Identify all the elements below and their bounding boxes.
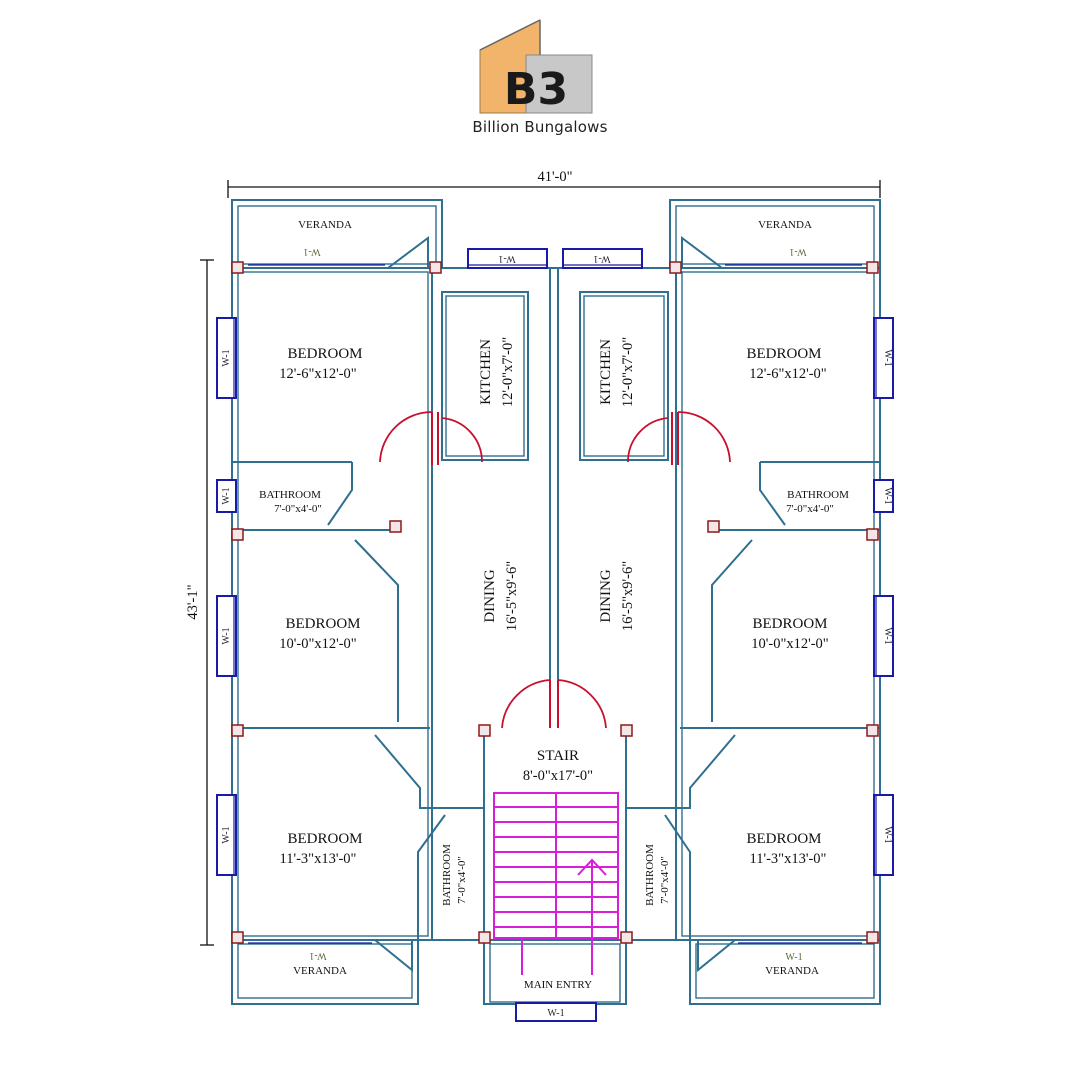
window-label: W-1 — [547, 1008, 564, 1019]
overall-width-label: 41'-0" — [537, 169, 572, 185]
bedroom-label: BEDROOM — [287, 831, 362, 847]
dining-label: DINING — [482, 569, 498, 622]
bedroom-label: BEDROOM — [746, 346, 821, 362]
dining-size: 16'-5"x9'-6" — [504, 561, 520, 631]
bedroom-size: 12'-6"x12'-0" — [279, 366, 357, 382]
bathroom-size: 7'-0"x4'-0" — [659, 856, 671, 904]
veranda-label: VERANDA — [765, 965, 819, 977]
overall-width-dimension: 41'-0" — [227, 169, 881, 198]
window-label: W-1 — [221, 349, 232, 366]
window-label: W-1 — [882, 826, 893, 843]
window-label: W-1 — [221, 487, 232, 504]
bedroom-label: BEDROOM — [746, 831, 821, 847]
bedroom-label: BEDROOM — [752, 616, 827, 632]
stair-size: 8'-0"x17'-0" — [523, 768, 593, 784]
dining-label: DINING — [598, 569, 614, 622]
window-label: W-1 — [593, 253, 610, 264]
brand-name: Billion Bungalows — [472, 118, 608, 136]
window-label: W-1 — [789, 246, 806, 257]
bathroom-label: BATHROOM — [259, 489, 321, 501]
window-label: W-1 — [309, 950, 326, 961]
kitchen-label: KITCHEN — [598, 339, 614, 405]
window-label: W-1 — [498, 253, 515, 264]
stair-label: STAIR — [537, 748, 579, 764]
kitchen-size: 12'-0"x7'-0" — [500, 337, 516, 407]
veranda-label: VERANDA — [298, 219, 352, 231]
overall-depth-dimension: 43'-1" — [185, 259, 214, 946]
billion-bungalows-logo: B3 — [479, 19, 593, 115]
main-entry-label: MAIN ENTRY — [524, 979, 592, 991]
bathroom-size: 7'-0"x4'-0" — [274, 503, 322, 515]
exterior-walls — [231, 199, 881, 1005]
bedroom-size: 10'-0"x12'-0" — [279, 636, 357, 652]
windows — [216, 248, 894, 1022]
window-label: W-1 — [303, 246, 320, 257]
window-label: W-1 — [882, 627, 893, 644]
window-label: W-1 — [221, 627, 232, 644]
kitchen-size: 12'-0"x7'-0" — [620, 337, 636, 407]
bathroom-label: BATHROOM — [787, 489, 849, 501]
window-label: W-1 — [882, 487, 893, 504]
doors — [379, 411, 731, 729]
structural-columns — [231, 261, 879, 944]
window-label: W-1 — [785, 952, 802, 963]
window-labels: W-1 W-1 W-1 W-1 W-1 W-1 W-1 W-1 W-1 W-1 … — [221, 246, 893, 1019]
veranda-label: VERANDA — [293, 965, 347, 977]
bedroom-size: 11'-3"x13'-0" — [750, 851, 827, 867]
bathroom-size: 7'-0"x4'-0" — [786, 503, 834, 515]
bathroom-size: 7'-0"x4'-0" — [456, 856, 468, 904]
bathroom-label: BATHROOM — [644, 844, 656, 906]
room-labels: VERANDA VERANDA VERANDA VERANDA BEDROOM … — [259, 219, 849, 991]
staircase — [493, 792, 619, 975]
interior-walls — [232, 236, 880, 1000]
bathroom-label: BATHROOM — [441, 844, 453, 906]
window-label: W-1 — [221, 826, 232, 843]
veranda-label: VERANDA — [758, 219, 812, 231]
bedroom-label: BEDROOM — [285, 616, 360, 632]
kitchen-label: KITCHEN — [478, 339, 494, 405]
bedroom-size: 11'-3"x13'-0" — [280, 851, 357, 867]
bedroom-size: 12'-6"x12'-0" — [749, 366, 827, 382]
bedroom-label: BEDROOM — [287, 346, 362, 362]
overall-depth-label: 43'-1" — [185, 584, 201, 619]
window-label: W-1 — [882, 349, 893, 366]
bedroom-size: 10'-0"x12'-0" — [751, 636, 829, 652]
dining-size: 16'-5"x9'-6" — [620, 561, 636, 631]
logo-letters: B3 — [504, 64, 568, 115]
